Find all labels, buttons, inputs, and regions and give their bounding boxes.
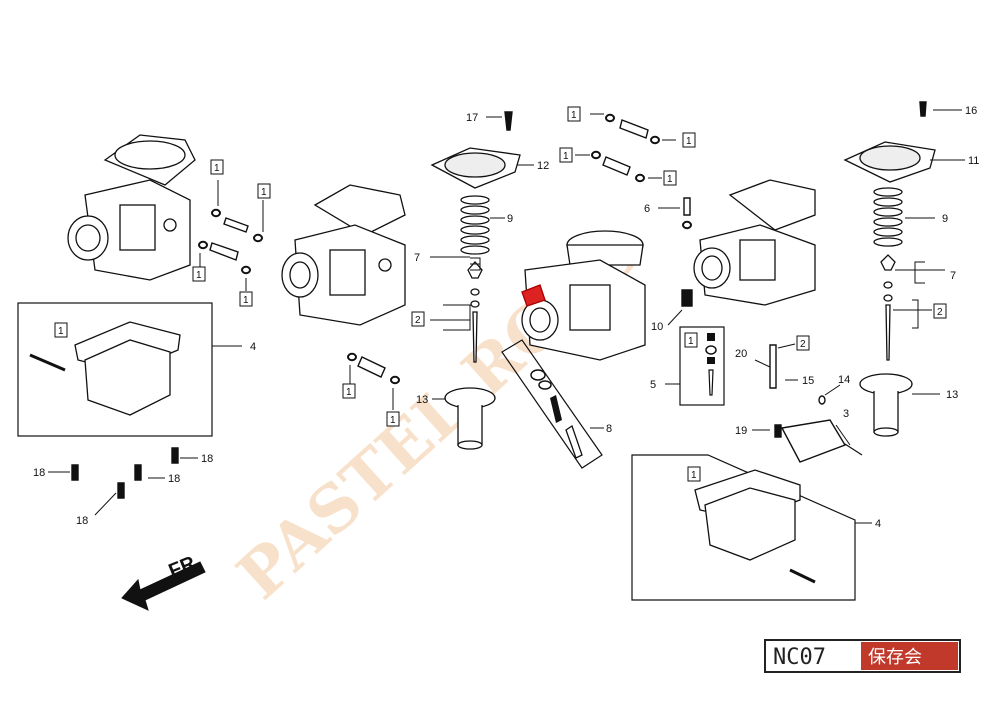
- callout-4-right: 4: [875, 518, 881, 530]
- svg-text:1: 1: [196, 270, 202, 281]
- callout-18-a: 18: [33, 467, 45, 479]
- svg-text:1: 1: [667, 174, 673, 185]
- club-badge: NC07 保存会: [764, 639, 961, 673]
- piston-13-right: [859, 373, 913, 437]
- callout-10: 10: [651, 321, 663, 333]
- svg-text:2: 2: [800, 339, 806, 350]
- callout-16: 16: [965, 105, 977, 117]
- callout-8: 8: [606, 423, 612, 435]
- callout-18-c: 18: [201, 453, 213, 465]
- svg-text:1: 1: [58, 326, 64, 337]
- carburetor-body-4: [693, 179, 816, 306]
- callout-7-right: 7: [950, 270, 956, 282]
- spring-9-right: [873, 187, 903, 247]
- callout-12: 12: [537, 160, 549, 172]
- carburetor-body-3: [521, 230, 646, 361]
- callout-18-d: 18: [76, 515, 88, 527]
- callout-19: 19: [735, 425, 747, 437]
- float-bowl-group-left: [17, 302, 242, 437]
- svg-text:1: 1: [691, 470, 697, 481]
- boxed-callouts: [54, 106, 947, 482]
- callout-6: 6: [644, 203, 650, 215]
- svg-text:1: 1: [214, 163, 220, 174]
- svg-text:1: 1: [243, 295, 249, 306]
- callout-3: 3: [843, 408, 849, 420]
- svg-text:1: 1: [563, 151, 569, 162]
- callout-labels: 17 12 9 7 13 4 6 10 5 8 16 11 9 7 13 20 …: [33, 105, 979, 530]
- callout-4-left: 4: [250, 341, 256, 353]
- svg-text:2: 2: [415, 315, 421, 326]
- callout-9-left: 9: [507, 213, 513, 225]
- carburetor-body-1: [67, 134, 196, 281]
- callout-7-left: 7: [414, 252, 420, 264]
- svg-text:1: 1: [390, 415, 396, 426]
- callout-14: 14: [838, 374, 850, 386]
- callout-20: 20: [735, 348, 747, 360]
- svg-text:2: 2: [937, 307, 943, 318]
- svg-text:1: 1: [261, 187, 267, 198]
- callout-17: 17: [466, 112, 478, 124]
- callout-brackets: [443, 257, 925, 331]
- svg-text:1: 1: [571, 110, 577, 121]
- carburetor-body-2: [281, 184, 406, 326]
- diaphragm-cap-11: [843, 141, 936, 183]
- boxed-callout-labels: 1 1 1 1 1 1 1 1 1 1 1 2 1 2 2 1: [58, 110, 943, 481]
- badge-code: NC07: [773, 645, 826, 670]
- callout-13-right: 13: [946, 389, 958, 401]
- svg-text:1: 1: [346, 387, 352, 398]
- svg-text:1: 1: [688, 336, 694, 347]
- front-label: FR.: [166, 550, 204, 582]
- spring-9-left: [460, 195, 490, 255]
- callout-5: 5: [650, 379, 656, 391]
- jet-needle-right: [880, 254, 896, 361]
- part-5-group: [665, 326, 725, 406]
- part-8-group: [501, 339, 604, 469]
- callout-13-left: 13: [416, 394, 428, 406]
- svg-text:1: 1: [686, 136, 692, 147]
- float-bowl-group-right: [631, 454, 872, 601]
- callout-18-b: 18: [168, 473, 180, 485]
- leader-lines: [48, 109, 965, 516]
- badge-name: 保存会: [868, 647, 922, 668]
- callout-9-right: 9: [942, 213, 948, 225]
- callout-15: 15: [802, 375, 814, 387]
- callout-11: 11: [968, 155, 979, 167]
- piston-13-left: [444, 387, 496, 450]
- front-direction-arrow: FR.: [121, 550, 206, 611]
- fittings: [71, 101, 927, 499]
- diaphragm-cap-12: [430, 147, 521, 189]
